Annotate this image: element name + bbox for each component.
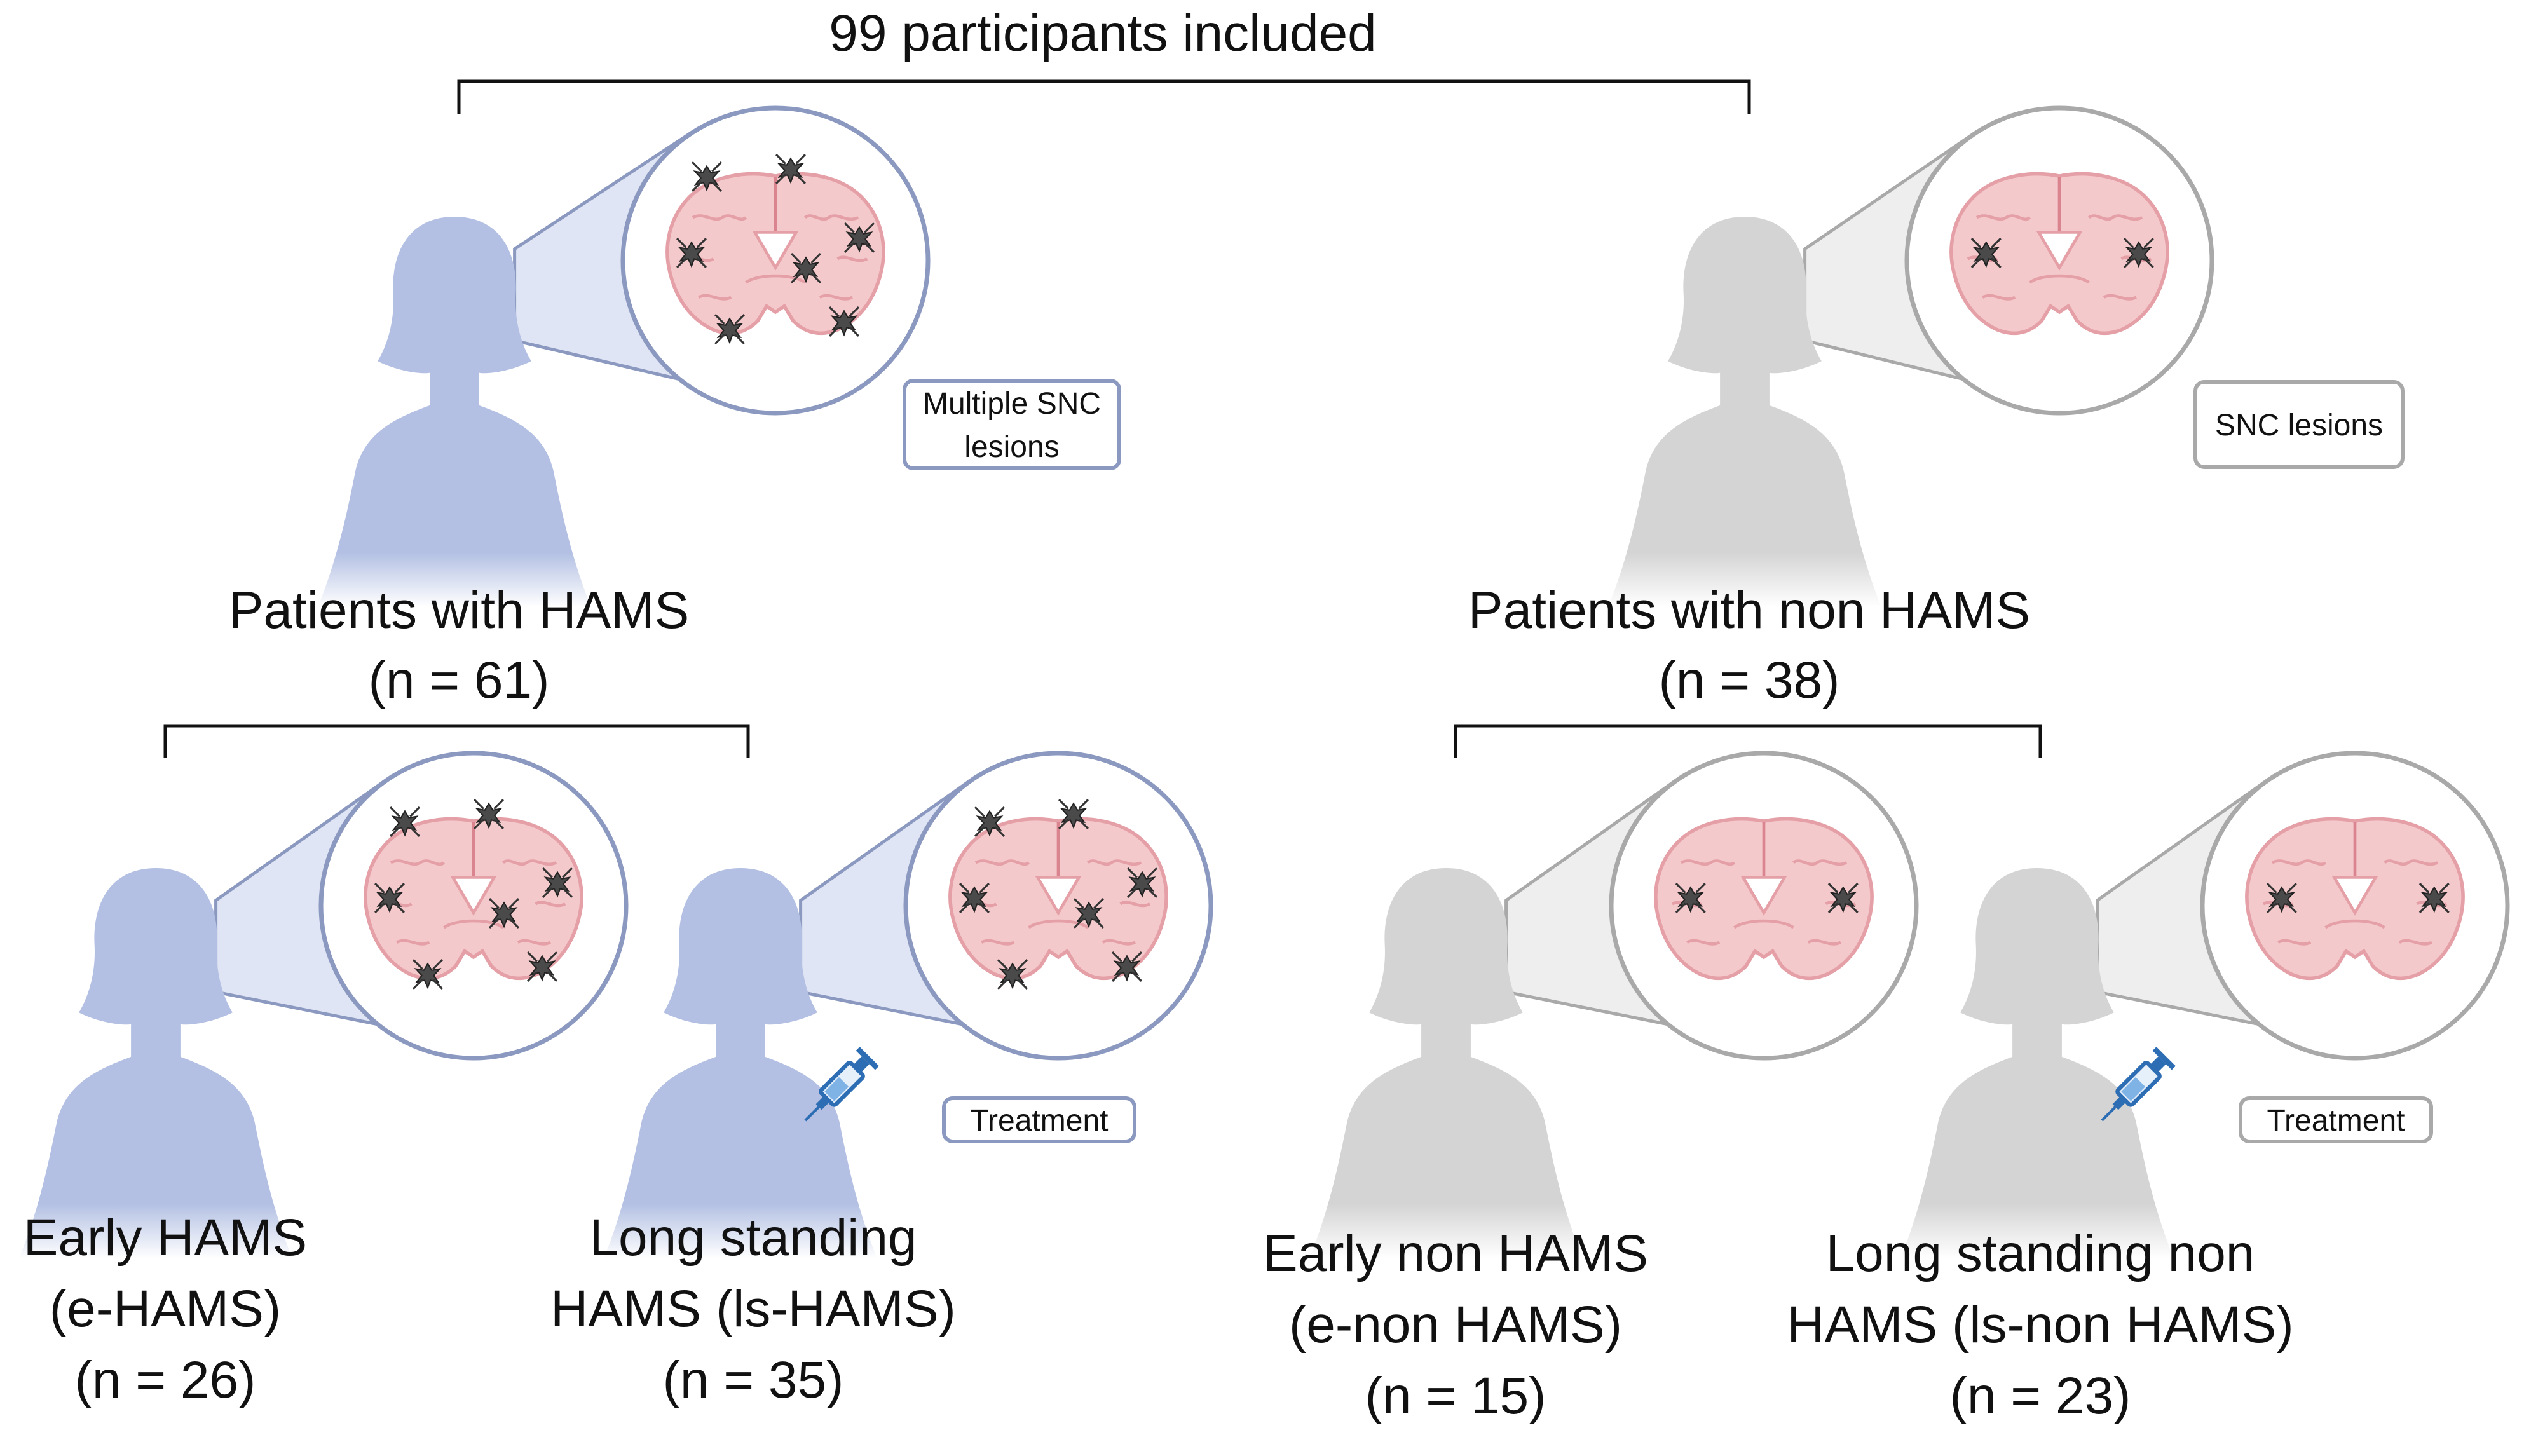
subgroup-label-ls-hams: HAMS (ls-HAMS): [550, 1280, 956, 1338]
bracket-hams: [163, 724, 750, 758]
subgroup-label-ls-non-hams: Long standing non: [1826, 1225, 2255, 1283]
treatment-note-ls-non-hams: Treatment: [2239, 1096, 2433, 1143]
figure-ls-non-hams: [1900, 751, 2510, 1259]
group-title-hams: Patients with HAMS: [229, 582, 690, 639]
lesion-note-hams-line: Multiple SNC: [923, 387, 1101, 421]
lesion-note-hams: Multiple SNC lesions: [903, 379, 1121, 470]
subgroup-label-e-non-hams: (n = 15): [1365, 1367, 1546, 1425]
lesion-note-non-hams-line: SNC lesions: [2215, 409, 2383, 442]
subgroup-label-e-non-hams: (e-non HAMS): [1289, 1296, 1622, 1354]
lesion-note-non-hams: SNC lesions: [2193, 380, 2405, 469]
treatment-note-ls-non-hams-line: Treatment: [2267, 1104, 2405, 1138]
subgroup-label-e-hams: (n = 26): [75, 1351, 256, 1409]
bracket-non-hams: [1454, 724, 2042, 758]
root-bracket: [457, 79, 1751, 114]
treatment-note-ls-hams-line: Treatment: [971, 1104, 1109, 1138]
figure-hams: [318, 105, 931, 608]
figure-non-hams: [1608, 105, 2214, 608]
figure-e-hams: [19, 751, 629, 1259]
group-count-non-hams: (n = 38): [1659, 651, 1840, 709]
subgroup-label-ls-hams: (n = 35): [663, 1351, 844, 1409]
lesion-note-hams-line: lesions: [964, 430, 1059, 464]
subgroup-label-ls-hams: Long standing: [589, 1209, 917, 1267]
treatment-note-ls-hams: Treatment: [942, 1096, 1136, 1143]
subgroup-label-ls-non-hams: HAMS (ls-non HAMS): [1787, 1296, 2293, 1354]
brain-icon: [950, 819, 1166, 979]
brain-icon: [365, 819, 582, 979]
subgroup-label-e-hams: (e-HAMS): [50, 1280, 281, 1338]
group-title-non-hams: Patients with non HAMS: [1468, 582, 2030, 639]
subgroup-label-ls-non-hams: (n = 23): [1950, 1367, 2131, 1425]
figure-ls-hams: [604, 751, 1213, 1259]
brain-icon: [667, 174, 883, 334]
root-label: 99 participants included: [829, 4, 1377, 62]
group-count-hams: (n = 61): [369, 651, 550, 709]
subgroup-label-e-non-hams: Early non HAMS: [1263, 1225, 1648, 1283]
figure-e-non-hams: [1309, 751, 1919, 1259]
subgroup-label-e-hams: Early HAMS: [24, 1209, 308, 1267]
